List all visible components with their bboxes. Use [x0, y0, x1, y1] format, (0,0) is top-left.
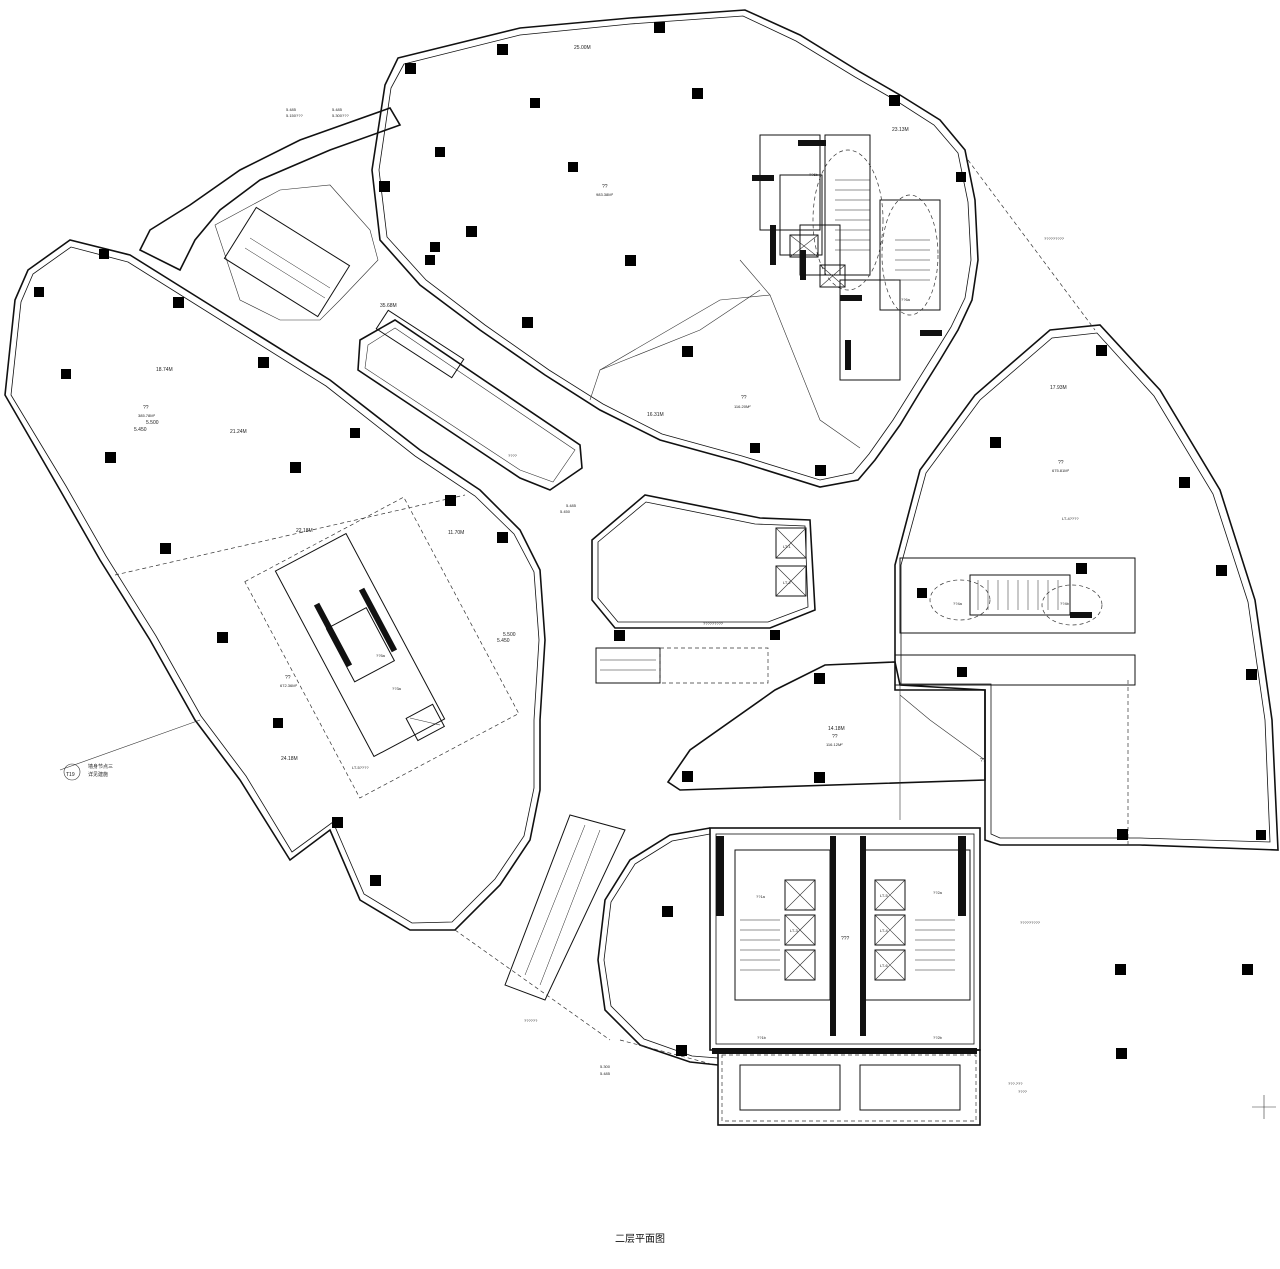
- room-code-labels: ??4a ??4b ??1a ??2a ??1b ??2b ??5a ??6b …: [376, 172, 1070, 1040]
- center-wedge: [666, 661, 986, 820]
- room-south-core: ???: [841, 936, 850, 942]
- detail-callout-code: T19: [66, 772, 75, 778]
- level-nw-1: 5.485: [286, 107, 297, 112]
- crosshair-icon: [1252, 1095, 1276, 1119]
- lift-tag-6: LT-6: [880, 963, 888, 968]
- code-2b: ??2b: [933, 1035, 943, 1040]
- detail-callout-line2: 详见建施: [88, 771, 108, 778]
- dim-west-east: 11.70M: [448, 530, 464, 536]
- dim-west-top: 18.74M: [156, 367, 173, 373]
- lift-tag-1: LT-1: [783, 544, 791, 549]
- dim-east-top: 17.93M: [1050, 385, 1067, 391]
- room-east-area: 675.81M²: [1052, 468, 1070, 473]
- room-west-north-area: 385.78M²: [138, 413, 156, 418]
- lift-tag-2: LT-2: [783, 580, 791, 585]
- callout-labels: T19 墙身节点三 详见建施 LT-5???? LT-4???? ???????…: [59, 236, 1079, 1094]
- dim-north-top: 25.00M: [574, 45, 591, 51]
- code-2a: ??2a: [933, 890, 943, 895]
- room-west-north: ??: [143, 405, 149, 411]
- center-ramp: [357, 309, 583, 491]
- north-core: [752, 134, 942, 381]
- sw-escalator: [504, 814, 626, 1001]
- central-island: [591, 494, 816, 629]
- level-mark-nw-1: 5.150???: [286, 113, 303, 118]
- code-4a: ??4a: [953, 601, 963, 606]
- room-north-south: ??: [741, 395, 747, 401]
- detail-callout-line1: 墙身节点三: [88, 763, 113, 770]
- room-north: ??: [602, 184, 608, 190]
- room-west-area: 672.36M²: [280, 683, 298, 688]
- structural-columns: [34, 22, 1266, 1059]
- callout-s1: ???.???: [1008, 1081, 1023, 1086]
- room-wedge-area: 116.12M²: [826, 742, 843, 747]
- room-wedge: ??: [832, 734, 838, 740]
- room-east-south: ??: [980, 758, 986, 764]
- level-west-1: 5.500: [146, 420, 159, 426]
- dimension-labels: 25.00M 23.13M 18.74M 21.24M 35.68M 16.31…: [156, 45, 1067, 762]
- drawing-title: 二层平面图: [615, 1233, 665, 1245]
- south-stairs: [740, 919, 955, 971]
- level-labels: 5.485 5.150??? 5.485 5.300??? 5.500 5.45…: [134, 107, 611, 1076]
- north-block-outline: [371, 9, 979, 488]
- callout-se: ?????????: [1020, 920, 1041, 925]
- dim-north-east: 23.13M: [892, 127, 909, 133]
- room-labels: ?? 983.38M² ?? 385.78M² ?? 116.20M² ?? 6…: [138, 184, 1070, 942]
- callout-s2: ????: [1018, 1089, 1028, 1094]
- dashed-guides: [454, 159, 1096, 1066]
- west-block-outline: [4, 239, 546, 931]
- room-north-area: 983.38M²: [596, 192, 614, 197]
- room-west: ??: [285, 675, 291, 681]
- code-5a: ??5a: [376, 653, 386, 658]
- lift-tags: LT-1 LT-2 LT-3 LT-4 LT-5 LT-6: [783, 544, 888, 968]
- dim-west-mid: 21.24M: [230, 429, 247, 435]
- level-mark-nw-2: 5.300???: [332, 113, 349, 118]
- level-sw-2: 5.485: [600, 1071, 611, 1076]
- callout-ne: ?????????: [1044, 236, 1065, 241]
- west-core: [244, 496, 520, 799]
- code-4b: ??4b: [1060, 601, 1070, 606]
- room-east: ??: [1058, 460, 1064, 466]
- dim-ramp: 35.68M: [380, 303, 397, 309]
- callout-lt5: LT-5????: [352, 765, 369, 770]
- level-nw-2: 5.485: [332, 107, 343, 112]
- lift-tag-4: LT-4: [880, 928, 888, 933]
- east-core: [894, 557, 1136, 686]
- dim-north-south: 16.31M: [647, 412, 664, 418]
- level-center-4: 5.450: [560, 509, 571, 514]
- central-escalator: [595, 647, 769, 684]
- level-center-1: 5.500: [503, 632, 516, 638]
- dim-west-core: 22.18M: [296, 528, 313, 534]
- callout-lt4: LT-4????: [1062, 516, 1079, 521]
- level-sw-1: 5.300: [600, 1064, 611, 1069]
- dim-wedge: 14.18M: [828, 726, 845, 732]
- south-core: [709, 827, 981, 1126]
- north-stair: [835, 179, 930, 281]
- callout-ramp-end: ????: [508, 453, 518, 458]
- code-1a: ??1a: [756, 894, 766, 899]
- code-6a: ??6a: [901, 297, 911, 302]
- lift-tag-3: LT-3: [790, 928, 798, 933]
- level-center-3: 5.485: [566, 503, 577, 508]
- sw-curve: [597, 827, 719, 1066]
- callout-ramp: ?????????: [703, 621, 724, 626]
- level-center-2: 5.450: [497, 638, 510, 644]
- lift-tag-5: LT-5: [880, 893, 888, 898]
- level-west-2: 5.450: [134, 427, 147, 433]
- callout-sw: ??????: [524, 1018, 538, 1023]
- room-north-south-area: 116.20M²: [734, 404, 751, 409]
- dim-west-bottom: 24.18M: [281, 756, 298, 762]
- west-escalator-area: [138, 107, 402, 321]
- code-1b: ??1b: [757, 1035, 767, 1040]
- code-6b: ??6b: [809, 172, 819, 177]
- code-3a: ??3a: [392, 686, 402, 691]
